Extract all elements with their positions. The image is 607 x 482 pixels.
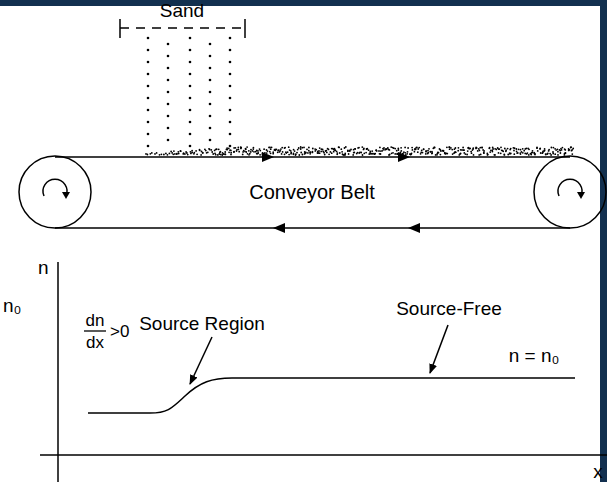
density-curve xyxy=(88,378,575,413)
axis-label: n xyxy=(38,258,49,277)
graph-axes xyxy=(40,262,607,482)
leader-arrow xyxy=(190,337,212,384)
sand-label: Sand xyxy=(160,1,204,20)
belt-label: Conveyor Belt xyxy=(249,181,375,204)
axis-value: n₀ xyxy=(3,296,21,315)
fraction-bar xyxy=(84,330,106,331)
derivative-bottom: dx xyxy=(86,334,104,351)
belt-region: Conveyor Belt xyxy=(92,160,532,225)
sand-bracket xyxy=(120,19,245,38)
region-label: Source-Free xyxy=(396,299,502,318)
falling-sand xyxy=(147,37,232,148)
white-panel xyxy=(0,6,600,482)
level-label: n = n₀ xyxy=(509,346,560,365)
derivative-top: dn xyxy=(86,312,105,329)
region-label: Source Region xyxy=(139,314,265,333)
conveyor-belt xyxy=(19,156,606,228)
inequality: >0 xyxy=(110,323,129,340)
axis-label: x xyxy=(593,462,603,481)
sand-layer xyxy=(145,146,574,156)
leader-arrow xyxy=(430,325,448,373)
